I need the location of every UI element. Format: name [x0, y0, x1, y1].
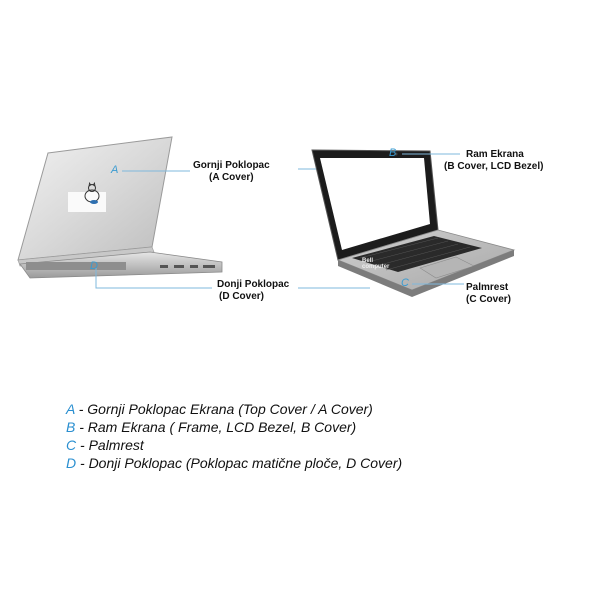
- callout-d-subtitle: (D Cover): [219, 291, 265, 302]
- callout-c: Palmrest (C Cover): [466, 282, 511, 306]
- marker-c: C: [401, 277, 409, 289]
- left-hinge: [26, 262, 126, 270]
- left-port-3: [190, 265, 198, 268]
- left-laptop: [17, 136, 223, 279]
- cat-logo: [84, 181, 100, 204]
- legend: A - Gornji Poklopac Ekrana (Top Cover / …: [66, 400, 402, 472]
- right-screen: [320, 158, 430, 250]
- webcam: [394, 152, 398, 156]
- callout-b: Ram Ekrana (B Cover, LCD Bezel): [444, 149, 543, 173]
- watermark-line1: Bell: [362, 258, 374, 264]
- left-port-1: [160, 265, 168, 268]
- leader-lines: [95, 153, 464, 289]
- legend-row-c: C - Palmrest: [66, 436, 402, 454]
- leader-d: [95, 268, 212, 289]
- callout-c-subtitle: (C Cover): [466, 294, 512, 305]
- legend-text-a: - Gornji Poklopac Ekrana (Top Cover / A …: [74, 401, 373, 417]
- legend-key-a: A: [66, 401, 75, 417]
- callout-a-title: Gornji Poklopac: [193, 160, 270, 171]
- callout-d: Donji Poklopac (D Cover): [217, 279, 289, 303]
- watermark-line2: computer: [362, 264, 390, 270]
- callout-d-title: Donji Poklopac: [217, 279, 290, 290]
- marker-d: D: [90, 260, 98, 272]
- legend-text-d: - Donji Poklopac (Poklopac matične ploče…: [76, 455, 403, 471]
- sticker: [68, 192, 106, 212]
- callout-c-title: Palmrest: [466, 282, 509, 293]
- legend-text-b: - Ram Ekrana ( Frame, LCD Bezel, B Cover…: [75, 419, 357, 435]
- keyboard-lines: [359, 237, 471, 271]
- right-base-edge: [338, 250, 514, 297]
- legend-row-d: D - Donji Poklopac (Poklopac matične plo…: [66, 454, 402, 472]
- callout-b-title: Ram Ekrana: [466, 149, 524, 160]
- legend-key-c: C: [66, 437, 77, 453]
- left-port-4: [203, 265, 215, 268]
- right-laptop: [311, 149, 516, 297]
- callout-b-subtitle: (B Cover, LCD Bezel): [444, 161, 544, 172]
- right-keyboard: [352, 236, 482, 272]
- legend-key-b: B: [66, 419, 76, 435]
- legend-key-d: D: [66, 455, 77, 471]
- legend-row-a: A - Gornji Poklopac Ekrana (Top Cover / …: [66, 400, 402, 418]
- watermark: Bell computer: [362, 258, 389, 270]
- callout-a-subtitle: (A Cover): [209, 172, 254, 183]
- marker-a: A: [111, 164, 119, 176]
- left-port-2: [174, 265, 184, 268]
- legend-row-b: B - Ram Ekrana ( Frame, LCD Bezel, B Cov…: [66, 418, 402, 436]
- legend-text-c: - Palmrest: [76, 437, 144, 453]
- callout-a: Gornji Poklopac (A Cover): [193, 160, 270, 184]
- marker-b: B: [389, 147, 397, 159]
